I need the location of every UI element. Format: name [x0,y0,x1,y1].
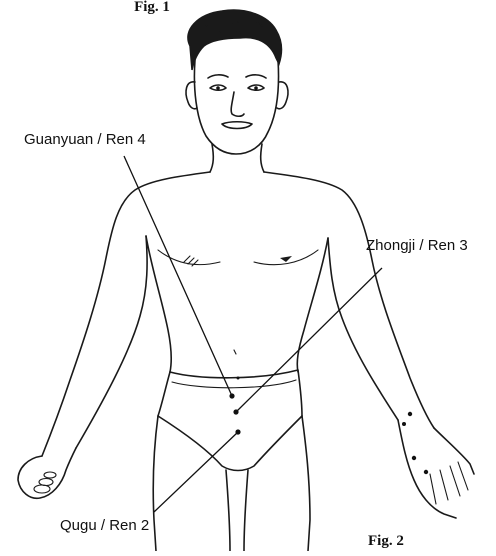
figure-caption-bottom: Fig. 2 [368,533,404,549]
body-outline [18,10,474,551]
pointer-line-guanyuan [124,156,232,396]
label-qugu: Qugu / Ren 2 [60,517,149,534]
label-guanyuan: Guanyuan / Ren 4 [24,131,146,148]
pointer-line-zhongji [236,268,382,412]
hair [188,10,281,70]
face [194,60,278,154]
label-zhongji: Zhongji / Ren 3 [366,237,468,254]
figure-caption-top: Fig. 1 [134,0,170,15]
acupoint-markers [229,393,240,434]
